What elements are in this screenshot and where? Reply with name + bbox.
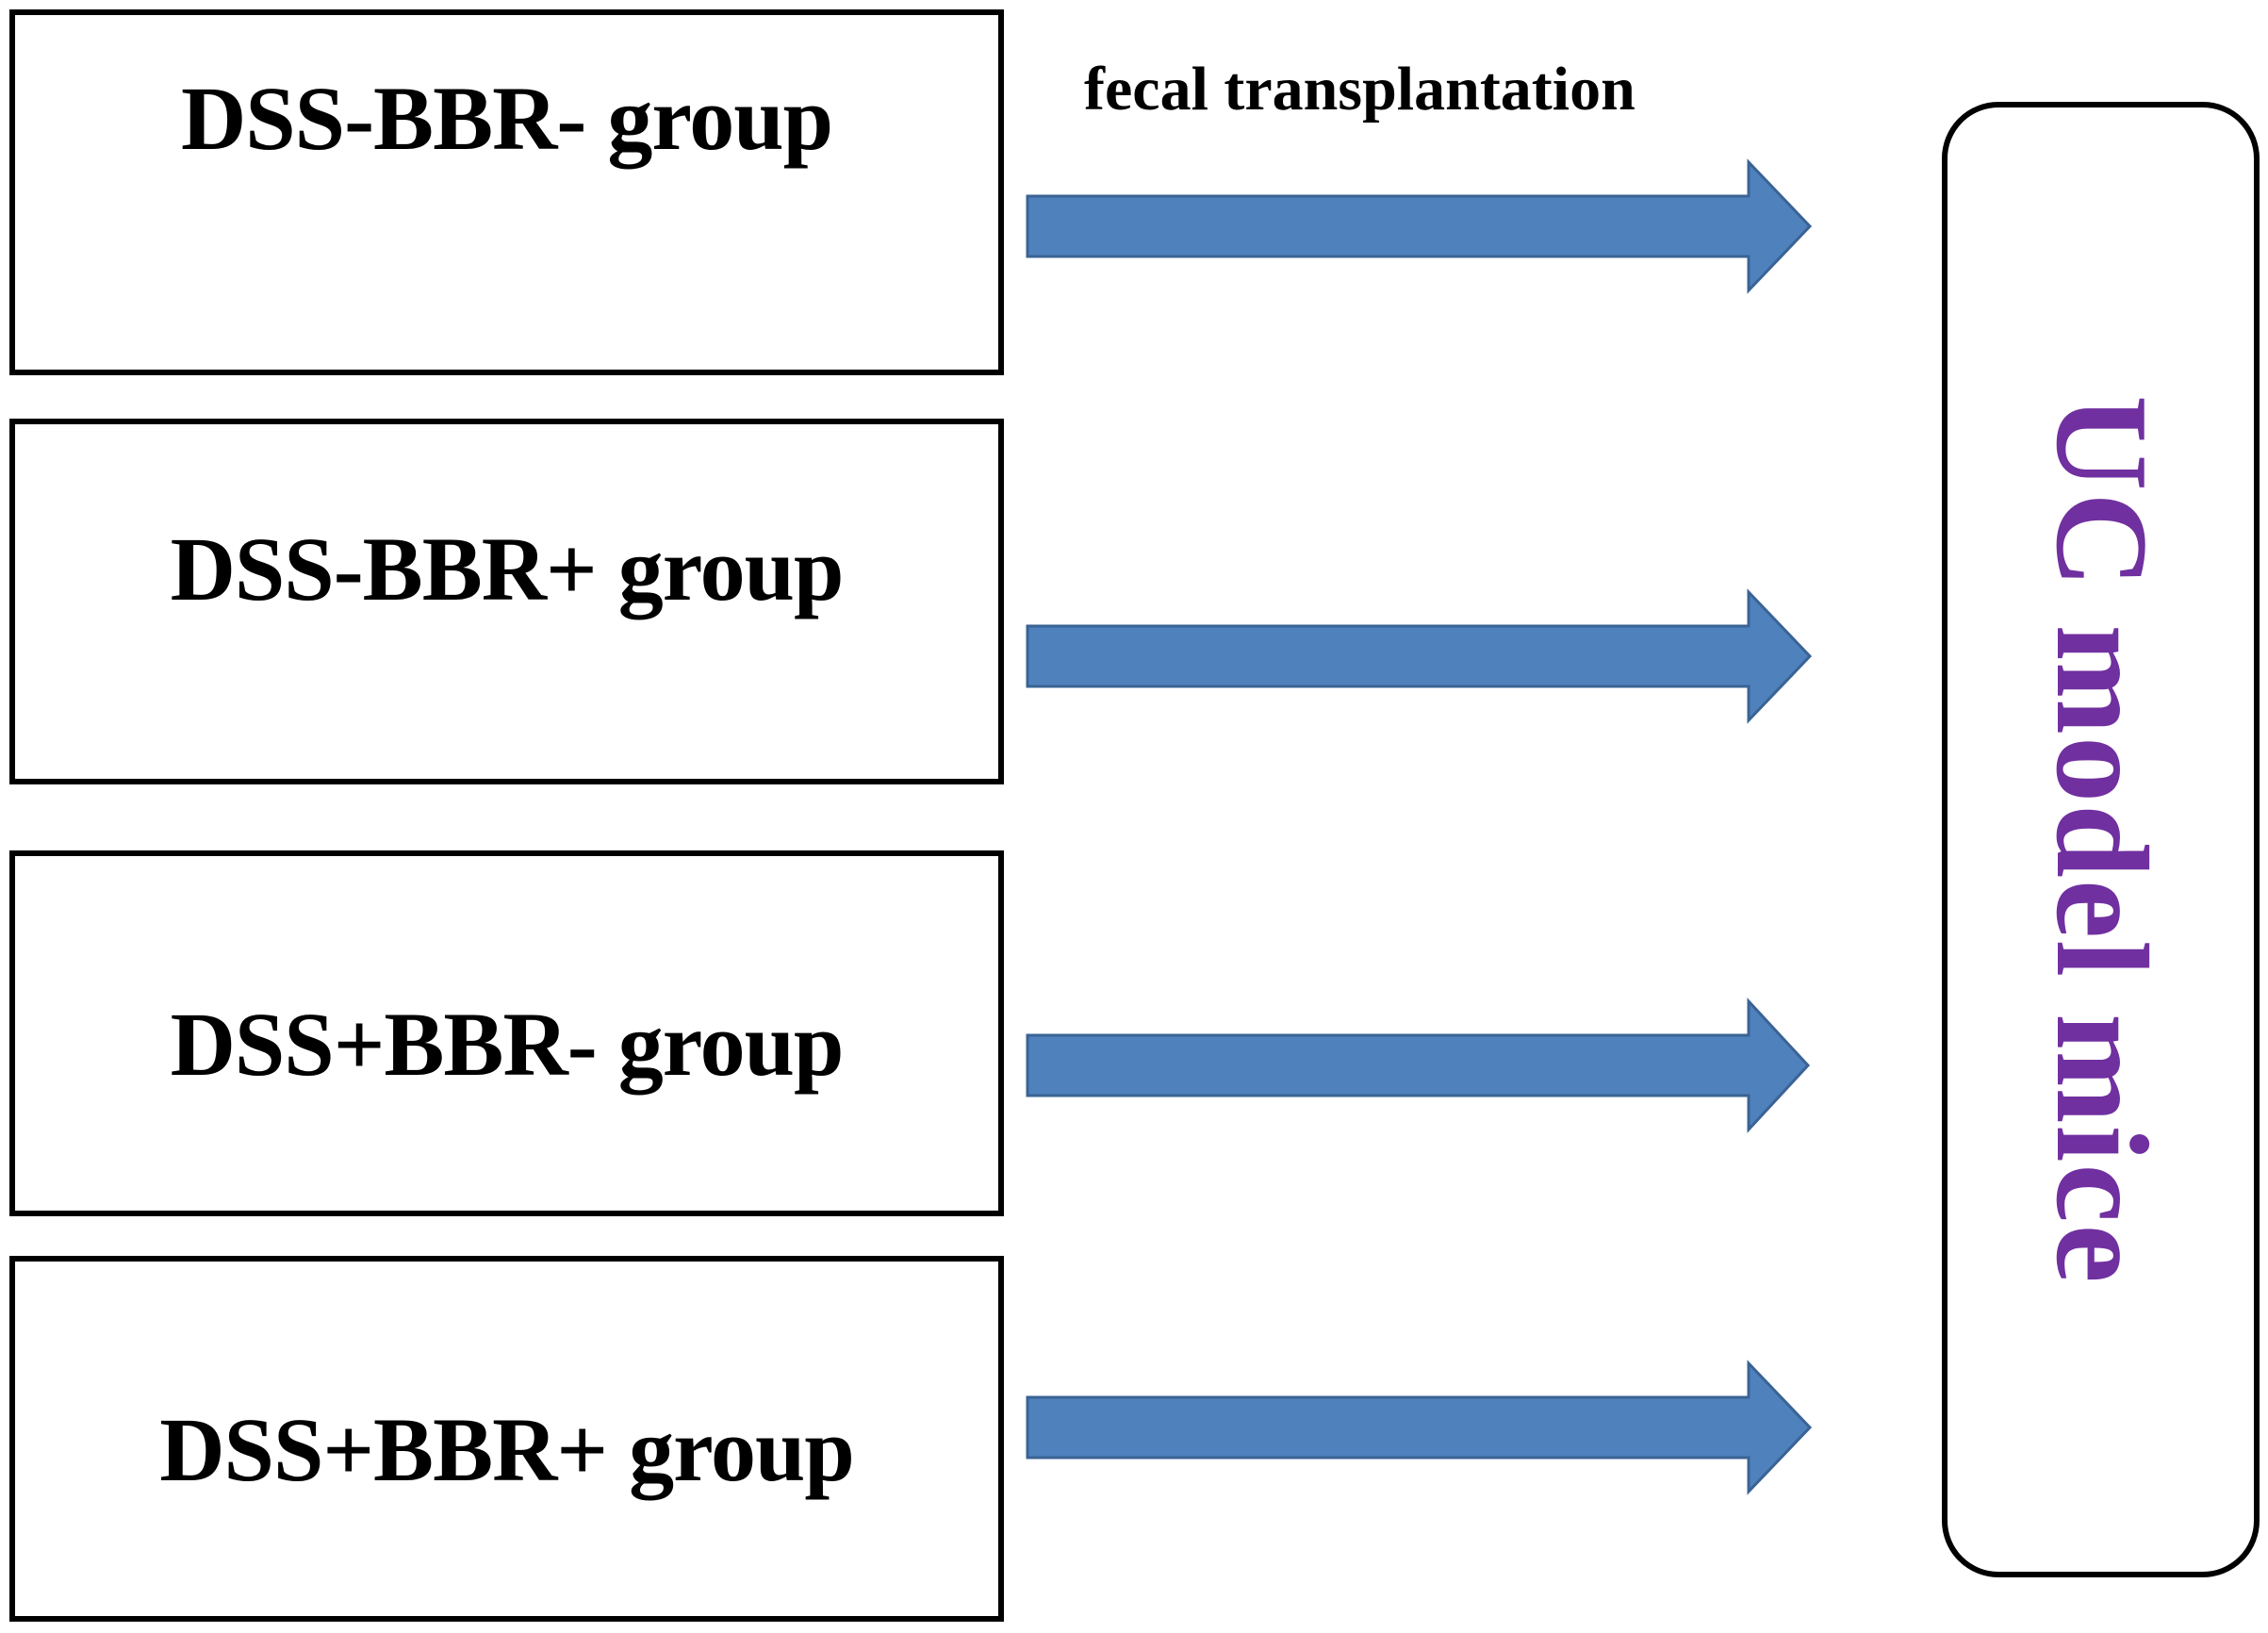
arrow-1 bbox=[1026, 158, 1813, 294]
group-box-dss-plus-bbr-minus: DSS+BBR- group bbox=[9, 850, 1004, 1216]
group-label: DSS+BBR+ group bbox=[159, 1399, 855, 1500]
arrow-4 bbox=[1026, 1360, 1813, 1495]
group-box-dss-bbr-plus: DSS-BBR+ group bbox=[9, 419, 1004, 784]
group-box-dss-plus-bbr-plus: DSS+BBR+ group bbox=[9, 1256, 1004, 1622]
target-box: UC model mice bbox=[1942, 102, 2260, 1577]
group-box-dss-bbr-minus: DSS-BBR- group bbox=[9, 9, 1004, 375]
arrow-caption: fecal transplantation bbox=[1084, 55, 1635, 124]
group-label: DSS+BBR- group bbox=[170, 994, 845, 1095]
arrow-2 bbox=[1026, 588, 1813, 724]
group-label: DSS-BBR- group bbox=[180, 68, 833, 169]
target-label: UC model mice bbox=[2028, 394, 2175, 1285]
arrow-3 bbox=[1026, 998, 1811, 1133]
group-label: DSS-BBR+ group bbox=[170, 519, 845, 619]
